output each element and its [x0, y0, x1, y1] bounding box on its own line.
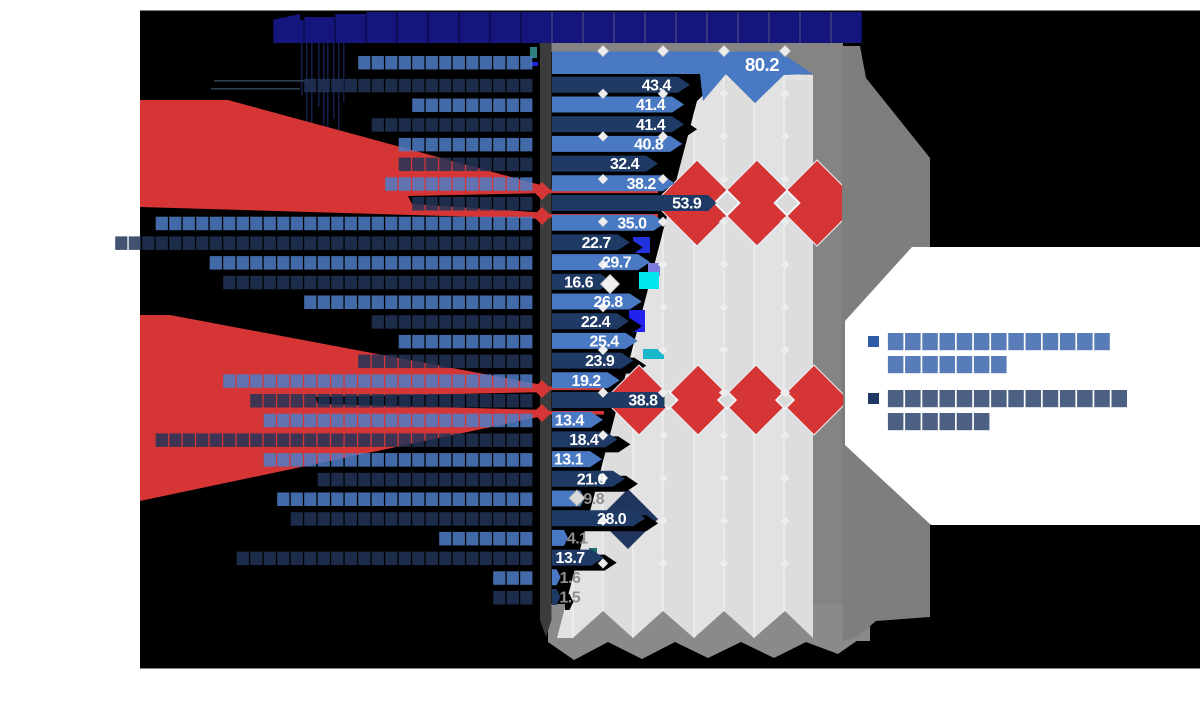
- svg-text:23.9: 23.9: [585, 353, 615, 370]
- svg-text:38.8: 38.8: [628, 393, 658, 410]
- svg-text:21.0: 21.0: [577, 471, 607, 488]
- svg-text:13.1: 13.1: [554, 452, 584, 469]
- svg-text:28.0: 28.0: [597, 511, 627, 528]
- svg-text:22.7: 22.7: [582, 235, 612, 252]
- svg-text:41.4: 41.4: [636, 97, 666, 114]
- svg-text:53.9: 53.9: [672, 196, 702, 213]
- svg-text:41.4: 41.4: [636, 117, 666, 134]
- svg-text:4.1: 4.1: [567, 531, 588, 548]
- svg-text:38.2: 38.2: [627, 176, 657, 193]
- svg-text:35.0: 35.0: [617, 215, 647, 232]
- svg-text:1.5: 1.5: [559, 590, 580, 607]
- svg-text:13.7: 13.7: [556, 550, 586, 567]
- svg-text:80.2: 80.2: [745, 54, 779, 75]
- svg-text:9.8: 9.8: [583, 491, 604, 508]
- svg-text:16.6: 16.6: [564, 274, 594, 291]
- svg-text:29.7: 29.7: [602, 255, 632, 272]
- svg-text:40.8: 40.8: [634, 137, 664, 154]
- svg-text:13.4: 13.4: [555, 412, 585, 429]
- svg-text:18.4: 18.4: [569, 432, 599, 449]
- svg-text:26.8: 26.8: [594, 294, 624, 311]
- svg-text:32.4: 32.4: [610, 156, 640, 173]
- svg-text:25.4: 25.4: [590, 334, 620, 351]
- svg-text:19.2: 19.2: [572, 373, 602, 390]
- svg-text:1.6: 1.6: [560, 570, 581, 587]
- svg-text:43.4: 43.4: [642, 77, 672, 94]
- svg-text:22.4: 22.4: [581, 314, 611, 331]
